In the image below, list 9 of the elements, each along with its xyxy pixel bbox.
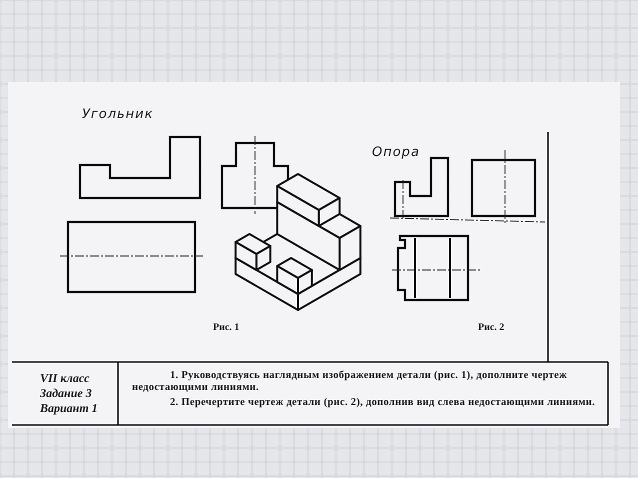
- figure-caption: Рис. 2: [478, 322, 504, 334]
- task-number: Задание 3: [40, 387, 92, 401]
- instruction-text: 1. Руководствуясь наглядным изображением детали (рис. 1), дополните чертеж недостающими линиями.: [132, 370, 568, 394]
- variant-number: Вариант 1: [40, 402, 98, 416]
- class-text: VII класс: [40, 372, 90, 386]
- figure-caption: Рис. 1: [213, 322, 240, 334]
- instruction-text: 2. Перечертите чертеж детали (рис. 2), дополнив вид слева недостающими линиями.: [169, 397, 596, 410]
- title-text: Угольник: [82, 108, 154, 123]
- title-text: Опора: [372, 146, 420, 161]
